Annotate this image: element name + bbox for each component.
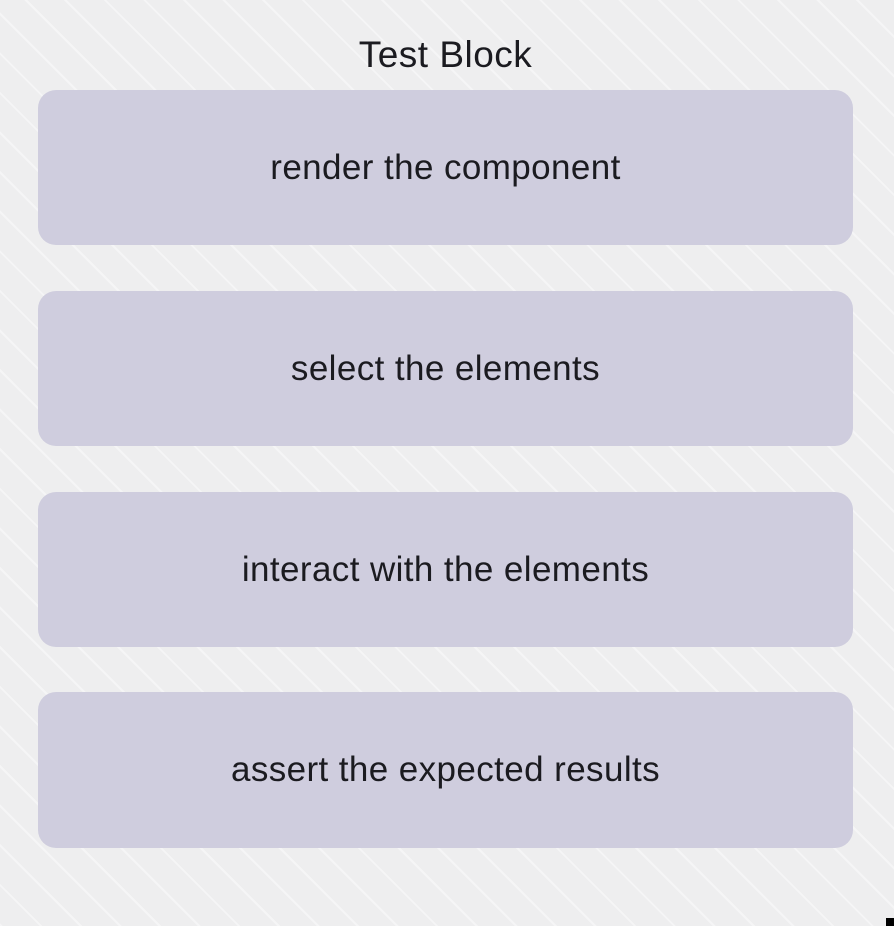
step-assert-results: assert the expected results [38, 692, 853, 848]
step-label: select the elements [290, 348, 601, 388]
step-label: assert the expected results [230, 750, 661, 789]
step-render-component: render the component [38, 90, 853, 245]
step-interact-elements: interact with the elements [38, 492, 853, 647]
step-label: render the component [270, 147, 621, 187]
step-label: interact with the elements [241, 549, 650, 589]
corner-artifact [886, 918, 894, 926]
step-select-elements: select the elements [38, 291, 853, 446]
diagram-title: Test Block [358, 34, 533, 75]
